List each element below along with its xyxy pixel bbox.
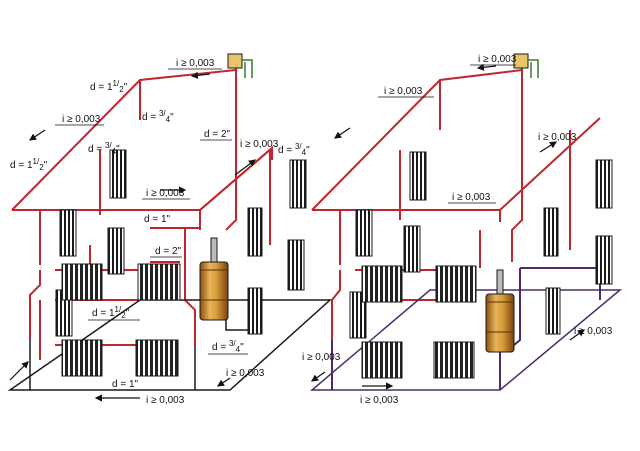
diameter-label: d = 3/4" — [88, 141, 120, 156]
radiator-icon — [361, 265, 403, 303]
right-main-riser — [511, 70, 571, 262]
flow-arrow-icon — [476, 63, 497, 71]
svg-text:d = 11/2": d = 11/2" — [90, 79, 128, 94]
svg-text:d = 3/4": d = 3/4" — [142, 109, 174, 124]
radiator-icon — [595, 159, 613, 209]
svg-text:d = 3/4": d = 3/4" — [88, 141, 120, 156]
diameter-label: d = 3/4" — [278, 142, 310, 157]
flow-arrow-icon — [217, 377, 231, 387]
radiator-icon — [287, 239, 305, 291]
radiator-icon — [355, 209, 373, 257]
flow-arrow-icon — [539, 141, 558, 153]
diameter-label: d = 11/2" — [10, 157, 48, 172]
left-attic-outline — [12, 145, 273, 211]
right-attic-supply-pipe — [311, 60, 601, 222]
left-main-riser — [225, 70, 237, 231]
radiator-icon — [109, 149, 127, 199]
flow-arrow-icon — [190, 71, 211, 79]
radiator-icon — [349, 291, 367, 339]
slope-label: i ≥ 0,003 — [574, 326, 613, 337]
slope-label: i ≥ 0,003 — [360, 395, 399, 406]
diameter-label: d = 1" — [144, 214, 171, 225]
slope-label: i ≥ 0,003 — [478, 54, 517, 65]
radiator-icon — [433, 341, 475, 379]
svg-text:d = 3/4": d = 3/4" — [212, 339, 244, 354]
diameter-label: d = 1" — [112, 379, 139, 390]
left-scheme: i ≥ 0,003 i ≥ 0,003 d = 11/2" d = 3/4" d… — [7, 53, 332, 406]
radiator-icon — [59, 209, 77, 257]
slope-label: i ≥ 0,003 — [226, 368, 265, 379]
flow-arrow-icon — [9, 361, 29, 381]
slope-label: i ≥ 0,003 — [384, 86, 423, 97]
flow-arrow-icon — [234, 159, 256, 176]
expansion-tank-icon — [513, 53, 539, 78]
slope-label: i ≥ 0,003 — [146, 395, 185, 406]
gas-boiler-icon — [199, 237, 229, 321]
flow-arrow-icon — [569, 329, 585, 341]
diameter-label: d = 2" — [204, 129, 231, 140]
slope-label: i ≥ 0,003 — [452, 192, 491, 203]
flow-arrow-icon — [29, 129, 46, 141]
diameter-label: d = 3/4" — [142, 109, 174, 124]
flow-arrow-icon — [334, 127, 351, 139]
svg-text:d = 11/2": d = 11/2" — [92, 305, 130, 320]
diameter-label: d = 11/2" — [92, 305, 130, 320]
gas-boiler-icon — [485, 269, 515, 353]
diameter-label: d = 2" — [155, 246, 182, 257]
radiator-icon — [247, 207, 263, 257]
svg-text:d = 3/4": d = 3/4" — [278, 142, 310, 157]
right-risers-red — [331, 150, 481, 340]
diameter-label: d = 11/2" — [90, 79, 128, 94]
radiator-icon — [289, 159, 307, 209]
diameter-label: d = 3/4" — [212, 339, 244, 354]
radiator-icon — [543, 207, 559, 257]
flow-arrow-icon — [311, 371, 326, 382]
radiator-icon — [137, 263, 181, 301]
right-floor-outline — [309, 289, 623, 391]
radiator-icon — [435, 265, 477, 303]
radiator-icon — [247, 287, 263, 335]
slope-label: i ≥ 0,003 — [146, 188, 185, 199]
slope-label: i ≥ 0,003 — [176, 58, 215, 69]
left-floor-outline — [7, 299, 332, 391]
radiator-icon — [545, 287, 561, 335]
radiator-icon — [361, 341, 403, 379]
radiator-icon — [409, 151, 427, 201]
radiator-icon — [403, 225, 421, 273]
left-attic-supply-pipe — [11, 60, 273, 230]
slope-label: i ≥ 0,003 — [62, 114, 101, 125]
radiator-icon — [595, 235, 613, 285]
expansion-tank-icon — [227, 53, 253, 78]
slope-label: i ≥ 0,003 — [538, 132, 577, 143]
right-scheme: i ≥ 0,003 i ≥ 0,003 i ≥ 0,003 i ≥ 0,003 … — [302, 53, 623, 406]
slope-label: i ≥ 0,003 — [240, 139, 279, 150]
radiator-icon — [107, 227, 125, 275]
slope-label: i ≥ 0,003 — [302, 352, 341, 363]
radiator-icon — [135, 339, 179, 377]
radiator-icon — [61, 263, 103, 301]
svg-text:d = 11/2": d = 11/2" — [10, 157, 48, 172]
radiator-icon — [61, 339, 103, 377]
